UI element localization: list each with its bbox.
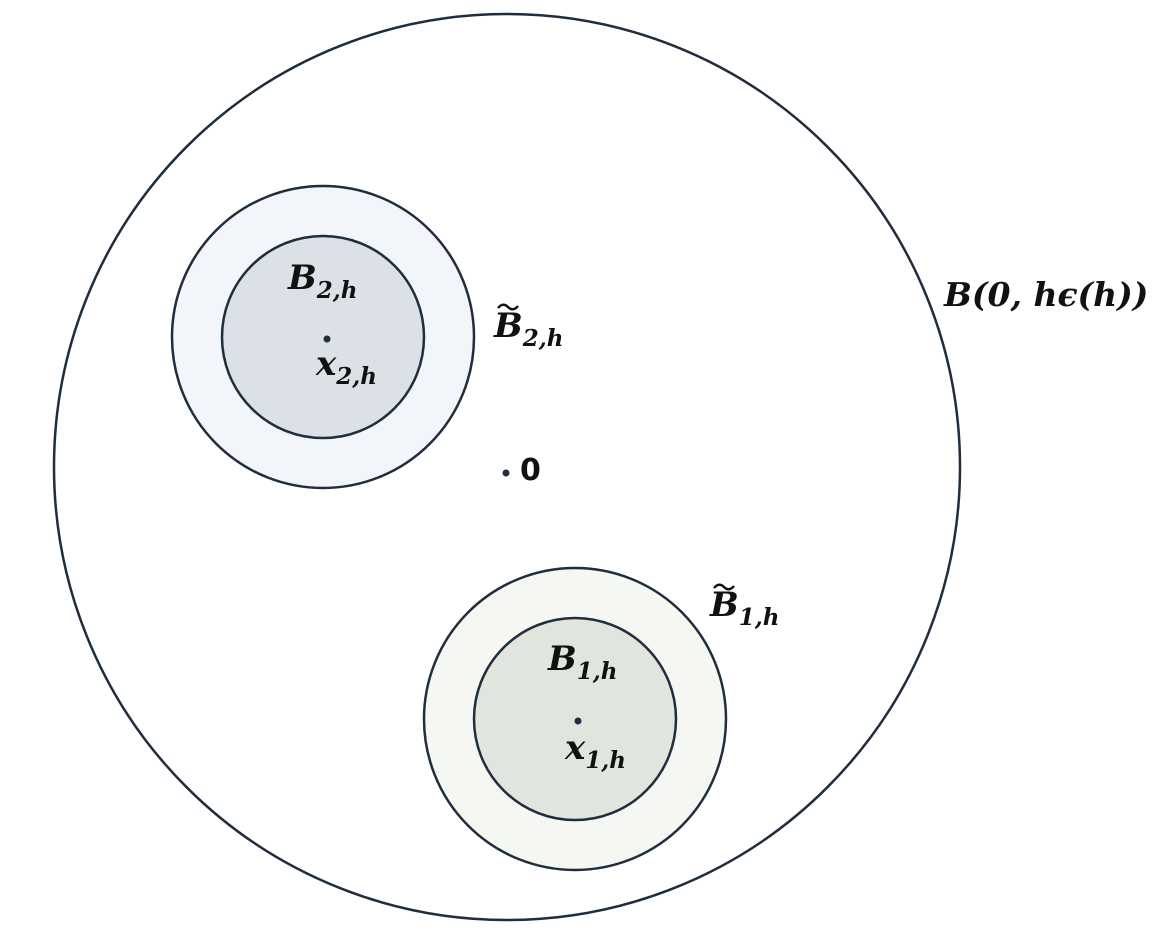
ball-1-outer-label-main: B (709, 585, 739, 625)
ball-1-center-label-sub: 1,h (585, 747, 626, 774)
ball-2-center-dot (323, 335, 331, 343)
ball-1-inner-label-main: B (547, 639, 577, 679)
outer-ball-label-main: B (943, 275, 972, 314)
ball-1-center-dot (574, 717, 582, 725)
origin-label: 0 (520, 453, 541, 488)
ball-2-outer-label: B2,h (493, 306, 563, 352)
ball-2-center-label-sub: 2,h (335, 363, 377, 390)
outer-ball-label: B(0, hϵ(h)) (943, 275, 1148, 314)
outer-ball-label-args: (0, hϵ(h)) (972, 275, 1148, 314)
ball-2-center-label: x2,h (315, 344, 377, 390)
ball-2-outer-label-main: B (493, 306, 523, 346)
ball-2-inner-label-main: B (287, 258, 317, 298)
ball-1-inner-label-sub: 1,h (577, 658, 618, 685)
origin-dot (502, 469, 510, 477)
ball-2-center-label-main: x (315, 344, 337, 384)
ball-1-center-label: x1,h (564, 728, 626, 774)
ball-1-inner-label: B1,h (547, 639, 617, 685)
ball-2-inner-label-sub: 2,h (316, 277, 358, 304)
ball-1-outer-label-sub: 1,h (739, 604, 780, 631)
ball-2-outer-label-sub: 2,h (522, 325, 564, 352)
ball-1-outer-tilde (713, 583, 735, 591)
ball-1-outer-label: B1,h (709, 585, 779, 631)
ball-1-center-label-main: x (564, 728, 586, 768)
ball-2-inner-label: B2,h (287, 258, 357, 304)
ball-2-inner-circle (220, 234, 426, 440)
ball-2-outer-tilde (497, 303, 519, 311)
ball-1-inner-circle (472, 616, 678, 822)
